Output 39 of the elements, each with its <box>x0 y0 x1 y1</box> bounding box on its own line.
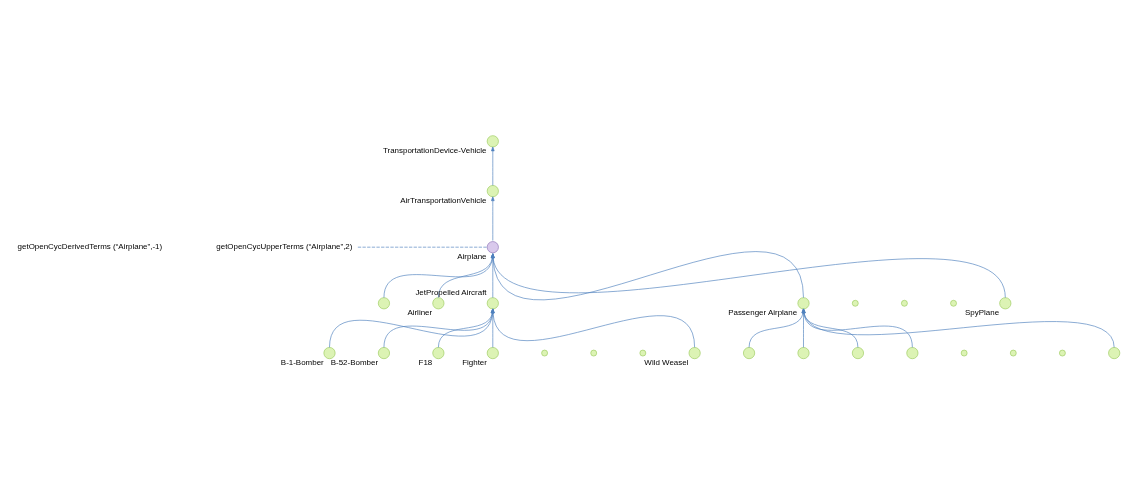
arrow <box>383 253 495 298</box>
node-circle <box>797 297 810 310</box>
node-circle <box>486 241 499 254</box>
node-circle <box>901 299 908 307</box>
node-circle <box>639 349 647 357</box>
node-circle <box>541 349 548 357</box>
arrow <box>491 251 804 301</box>
node-circle <box>432 297 445 310</box>
node-circle <box>590 349 598 357</box>
arrow <box>491 196 495 241</box>
node-circle <box>377 347 390 360</box>
arrow <box>438 253 495 298</box>
node-circle <box>486 347 499 360</box>
arrow <box>329 308 495 348</box>
node-circle <box>743 347 756 360</box>
node-circle <box>906 347 919 360</box>
node-circle <box>486 185 499 198</box>
node-circle <box>797 347 810 360</box>
node-circle <box>1059 349 1066 357</box>
node-circle <box>950 299 957 307</box>
arrow <box>491 308 495 348</box>
node-circle <box>486 135 499 148</box>
node-circle <box>323 347 336 360</box>
node-circle <box>1108 347 1121 360</box>
node-circle <box>486 297 499 310</box>
arrow <box>491 146 495 186</box>
node-circle <box>851 299 859 307</box>
node-circle <box>960 349 968 357</box>
node-circle <box>999 297 1012 310</box>
node-circle <box>377 297 390 310</box>
node-circle <box>688 347 701 360</box>
arrow <box>438 308 495 348</box>
arrow <box>491 308 695 348</box>
node-circle <box>1009 349 1017 357</box>
node-circle <box>432 347 445 360</box>
arrow <box>491 253 1006 298</box>
node-circle <box>851 347 864 360</box>
arrow <box>491 253 495 298</box>
arrow <box>383 308 495 348</box>
